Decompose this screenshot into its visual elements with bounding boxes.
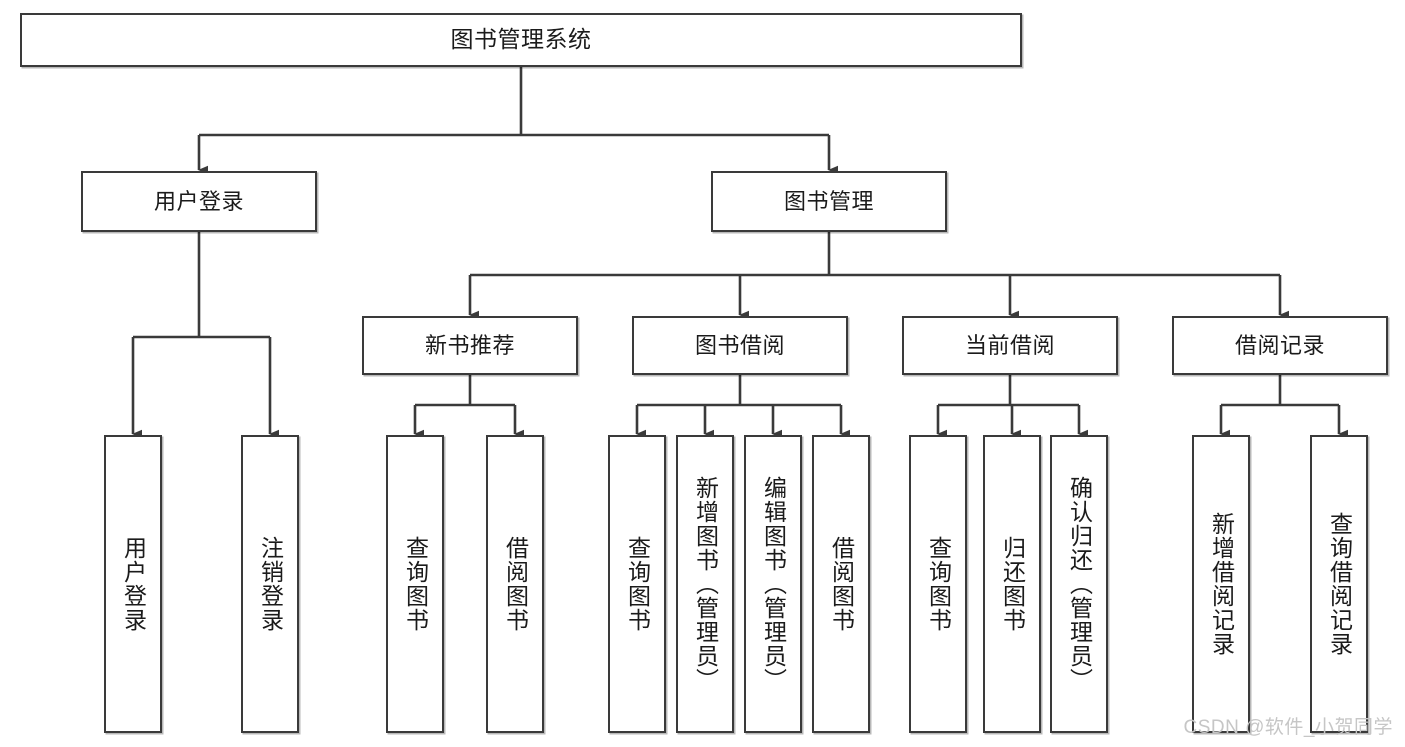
node-label: 编辑图书（管理员） bbox=[760, 476, 787, 692]
node-label: 用户登录 bbox=[153, 188, 244, 214]
node-leaf-query-book-3[interactable]: 查询图书 bbox=[909, 435, 967, 733]
node-label: 新书推荐 bbox=[424, 332, 515, 358]
node-label: 新增借阅记录 bbox=[1208, 512, 1235, 656]
node-label: 查询图书 bbox=[925, 536, 952, 632]
node-label: 借阅记录 bbox=[1234, 332, 1325, 358]
watermark-label: CSDN @软件_小贺同学 bbox=[1183, 717, 1393, 738]
node-leaf-add-record[interactable]: 新增借阅记录 bbox=[1192, 435, 1250, 733]
node-leaf-query-book-1[interactable]: 查询图书 bbox=[386, 435, 444, 733]
node-label: 借阅图书 bbox=[502, 536, 529, 632]
node-label: 归还图书 bbox=[999, 536, 1026, 632]
node-root[interactable]: 图书管理系统 bbox=[20, 13, 1022, 67]
node-user-login[interactable]: 用户登录 bbox=[81, 171, 317, 232]
node-leaf-add-book[interactable]: 新增图书（管理员） bbox=[676, 435, 734, 733]
node-label: 图书管理系统 bbox=[450, 26, 592, 53]
node-borrow-record[interactable]: 借阅记录 bbox=[1172, 316, 1388, 375]
node-label: 当前借阅 bbox=[964, 332, 1055, 358]
node-label: 确认归还（管理员） bbox=[1066, 476, 1093, 692]
node-book-borrow[interactable]: 图书借阅 bbox=[632, 316, 848, 375]
node-label: 注销登录 bbox=[257, 536, 284, 632]
node-leaf-user-login[interactable]: 用户登录 bbox=[104, 435, 162, 733]
node-leaf-return-book[interactable]: 归还图书 bbox=[983, 435, 1041, 733]
node-label: 新增图书（管理员） bbox=[692, 476, 719, 692]
node-leaf-confirm-return[interactable]: 确认归还（管理员） bbox=[1050, 435, 1108, 733]
node-current-borrow[interactable]: 当前借阅 bbox=[902, 316, 1118, 375]
node-leaf-borrow-book-2[interactable]: 借阅图书 bbox=[812, 435, 870, 733]
node-label: 用户登录 bbox=[120, 536, 147, 632]
node-leaf-query-book-2[interactable]: 查询图书 bbox=[608, 435, 666, 733]
node-leaf-user-logout[interactable]: 注销登录 bbox=[241, 435, 299, 733]
node-book-manage[interactable]: 图书管理 bbox=[711, 171, 947, 232]
node-label: 查询借阅记录 bbox=[1326, 512, 1353, 656]
node-leaf-borrow-book-1[interactable]: 借阅图书 bbox=[486, 435, 544, 733]
node-new-book-rec[interactable]: 新书推荐 bbox=[362, 316, 578, 375]
node-label: 图书借阅 bbox=[694, 332, 785, 358]
node-leaf-edit-book[interactable]: 编辑图书（管理员） bbox=[744, 435, 802, 733]
node-label: 查询图书 bbox=[402, 536, 429, 632]
node-label: 借阅图书 bbox=[828, 536, 855, 632]
node-label: 图书管理 bbox=[783, 188, 874, 214]
node-leaf-query-record[interactable]: 查询借阅记录 bbox=[1310, 435, 1368, 733]
node-label: 查询图书 bbox=[624, 536, 651, 632]
